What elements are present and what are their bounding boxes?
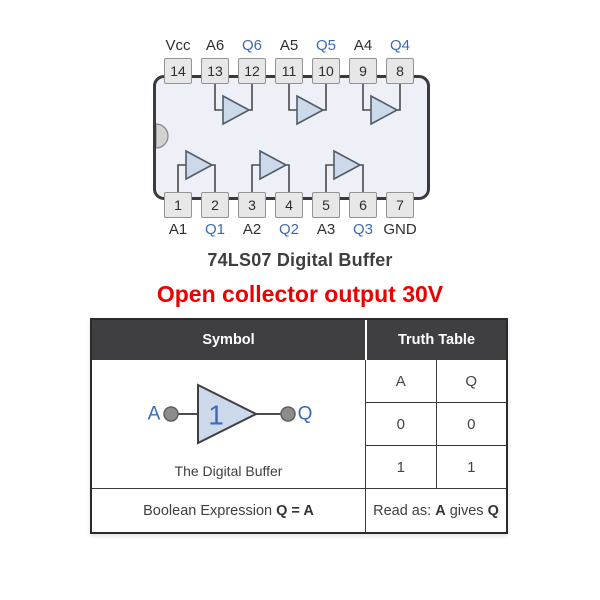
read-as-prefix: Read as: (373, 502, 436, 519)
pin-1: 1 (164, 192, 192, 218)
buffer-gate-icon (259, 149, 288, 181)
symbol-column: Symbol A 1 Q The Digital Buffer Boolean … (92, 320, 365, 532)
pin-label-a5: A5 (279, 37, 299, 54)
truth-cell-a1: 1 (366, 446, 437, 488)
pin-label-q5: Q5 (315, 37, 336, 54)
ic-bottom-pin-row: 1 2 3 4 5 6 7 (164, 192, 414, 218)
buffer-gates-bottom (185, 149, 362, 181)
symbol-caption: The Digital Buffer (174, 462, 283, 479)
buffer-gate-icon (333, 149, 362, 181)
notch-icon (156, 123, 169, 149)
symbol-header: Symbol (92, 320, 365, 360)
boolean-expression-label: Boolean Expression (143, 502, 277, 519)
truth-col-q: Q (465, 372, 478, 390)
buffer-gates-top (222, 94, 399, 126)
pin-14: 14 (164, 58, 192, 84)
pin-11: 11 (275, 58, 303, 84)
pin-label-a3: A3 (316, 221, 336, 238)
read-as-input: A (435, 502, 446, 519)
pin-label-gnd: GND (383, 221, 417, 238)
pin-12: 12 (238, 58, 266, 84)
pin-label-q4: Q4 (389, 37, 410, 54)
read-as-cell: Read as: A gives Q (365, 488, 506, 532)
pin-label-q6: Q6 (241, 37, 262, 54)
truth-table-row: 1 1 (365, 445, 506, 488)
symbol-input-label: A (148, 403, 161, 424)
symbol-cell: A 1 Q The Digital Buffer (92, 360, 365, 488)
ic-top-label-row: Vcc A6 Q6 A5 Q5 A4 Q4 (164, 37, 414, 55)
truth-table-column: Truth Table A Q 0 0 1 1 Read as: A gives… (365, 320, 506, 532)
input-terminal-icon (163, 405, 179, 422)
ic-package-body (153, 75, 430, 200)
truth-cell-q0: 0 (467, 415, 476, 433)
truth-cell-q1: 1 (467, 458, 476, 476)
ic-title: 74LS07 Digital Buffer (207, 250, 393, 270)
truth-col-a: A (366, 360, 437, 402)
pin-label-a1: A1 (168, 221, 188, 238)
buffer-gate-icon (370, 94, 399, 126)
pin-label-q1: Q1 (204, 221, 225, 238)
output-terminal-icon (280, 405, 296, 422)
buffer-info-table: Symbol A 1 Q The Digital Buffer Boolean … (90, 318, 508, 534)
buffer-symbol-icon: A 1 Q (148, 382, 313, 445)
pin-8: 8 (386, 58, 414, 84)
truth-table-header-row: A Q (365, 360, 506, 402)
buffer-gate-icon (197, 382, 259, 445)
symbol-output-label: Q (298, 403, 313, 424)
pin-7: 7 (386, 192, 414, 218)
buffer-gate-icon (222, 94, 251, 126)
pin-5: 5 (312, 192, 340, 218)
pin-9: 9 (349, 58, 377, 84)
buffer-gate-icon (185, 149, 214, 181)
pin-label-q3: Q3 (352, 221, 373, 238)
pin-13: 13 (201, 58, 229, 84)
pin-label-q2: Q2 (278, 221, 299, 238)
ic-internal-gates (156, 82, 401, 193)
boolean-expression-value: Q = A (276, 502, 314, 519)
pin-2: 2 (201, 192, 229, 218)
truth-table-row: 0 0 (365, 402, 506, 445)
ic-bottom-label-row: A1 Q1 A2 Q2 A3 Q3 GND (164, 221, 417, 239)
ic-top-pin-row: 14 13 12 11 10 9 8 (164, 58, 414, 84)
read-as-output: Q (487, 502, 499, 519)
read-as-middle: gives (445, 502, 488, 519)
boolean-expression-cell: Boolean Expression Q = A (92, 488, 365, 532)
pin-label-vcc: Vcc (165, 37, 191, 54)
pin-label-a2: A2 (242, 221, 262, 238)
pin-3: 3 (238, 192, 266, 218)
pin-10: 10 (312, 58, 340, 84)
open-collector-heading: Open collector output 30V (156, 281, 444, 307)
buffer-gate-icon (296, 94, 325, 126)
truth-table-header: Truth Table (365, 320, 506, 360)
pin-6: 6 (349, 192, 377, 218)
pin-label-a6: A6 (205, 37, 225, 54)
pin-4: 4 (275, 192, 303, 218)
pin-label-a4: A4 (353, 37, 373, 54)
truth-cell-a0: 0 (366, 403, 437, 445)
symbol-gate-label: 1 (208, 399, 224, 430)
